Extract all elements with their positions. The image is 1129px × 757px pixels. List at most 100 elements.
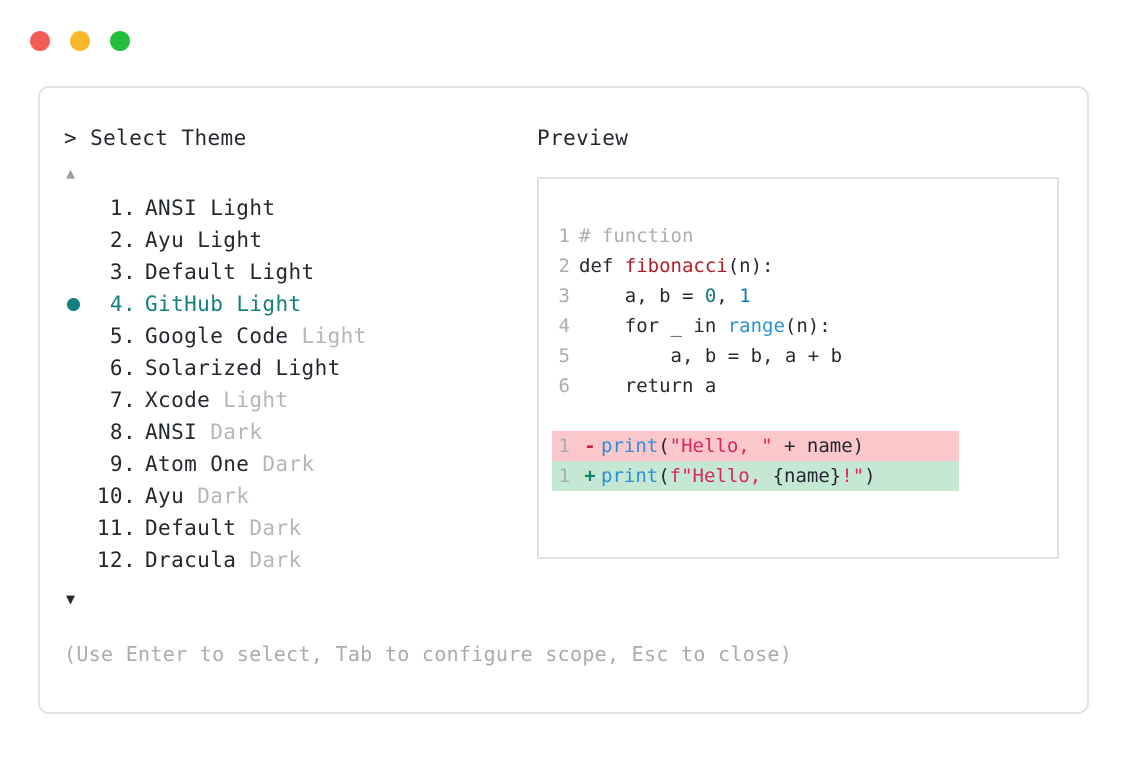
code-token: for _ in [579,315,728,337]
theme-item-variant: Light [197,228,263,252]
diff-line-content: print("Hello, " + name) [601,431,864,461]
theme-list-item[interactable]: 6.Solarized Light [64,352,534,384]
theme-item-variant: Dark [197,484,250,508]
theme-item-name: Ayu [145,228,198,252]
code-token: "Hello, " [669,435,773,457]
code-token: 1 [739,285,751,307]
diff-line-number: 1 [558,465,570,487]
code-token: a, b = b, a + b [579,345,843,367]
theme-list-item[interactable]: 3. Default Light [64,256,534,288]
code-line: 2 def fibonacci(n): [552,251,1057,281]
code-token: 0 [704,285,717,307]
code-token: range [727,315,785,337]
code-line-content: def fibonacci(n): [579,251,773,281]
theme-list-item[interactable]: 1.ANSI Light [64,192,534,224]
code-token: ) [864,465,876,487]
theme-list-item[interactable]: 11.Default Dark [64,512,534,544]
maximize-window-button[interactable] [110,31,130,51]
close-window-button[interactable] [30,31,50,51]
code-line: 4 for _ in range(n): [552,311,1057,341]
code-token: def [579,255,625,277]
theme-item-variant: Dark [262,452,315,476]
code-line-content: return a [579,371,717,401]
diff-added-line: 1 +print(f"Hello, {name}!") [552,461,959,491]
code-token: {name} [772,465,842,487]
theme-item-index: 7. [109,388,136,412]
code-line-number: 3 [558,285,570,307]
diff-minus-icon: - [584,435,596,457]
theme-list-item[interactable]: 10.Ayu Dark [64,480,534,512]
minimize-window-button[interactable] [70,31,90,51]
theme-item-variant: Dark [249,516,302,540]
theme-item-variant: Light [275,356,341,380]
theme-list-item[interactable]: 4.GitHub Light [64,288,534,320]
theme-item-index: 8. [109,420,136,444]
theme-item-index: 2. [109,228,136,252]
theme-list-item[interactable]: 7. Xcode Light [64,384,534,416]
code-token: (n): [784,315,831,337]
theme-list-item[interactable]: 9.Atom One Dark [64,448,534,480]
code-line-number: 6 [558,375,570,397]
diff-line-content: print(f"Hello, {name}!") [601,461,876,491]
theme-item-variant: Light [236,292,302,316]
theme-selector-panel: > Select Theme ▲ 1.ANSI Light 2. Ayu Light… [64,128,792,665]
theme-item-index: 12. [96,548,136,572]
code-token: , [716,285,740,307]
code-token: fibonacci [624,255,728,277]
theme-item-variant: Light [210,196,276,220]
theme-item-name: Xcode [145,388,224,412]
code-line-content: # function [579,221,693,251]
code-line-number: 1 [558,225,570,247]
theme-picker-card: > Select Theme ▲ 1.ANSI Light 2. Ayu Light… [38,86,1089,714]
theme-item-index: 1. [109,196,136,220]
theme-item-variant: Light [301,324,367,348]
diff-plus-icon: + [584,465,596,487]
code-line-content: a, b = 0, 1 [579,281,751,311]
code-line-number: 2 [558,255,570,277]
theme-item-index: 11. [96,516,136,540]
code-line-content: for _ in range(n): [579,311,831,341]
theme-item-name: Atom One [145,452,263,476]
code-blank-line [552,401,1057,431]
code-token: ( [658,465,670,487]
theme-item-name: Dracula [145,548,250,572]
scroll-up-icon[interactable]: ▲ [66,164,76,182]
code-token: ( [658,435,670,457]
theme-list-item[interactable]: 5. Google Code Light [64,320,534,352]
code-token: # function [579,225,694,247]
code-token: print [601,435,659,457]
theme-item-variant: Light [223,388,289,412]
theme-list-item[interactable]: 8.ANSI Dark [64,416,534,448]
diff-line-number: 1 [558,435,570,457]
scroll-down-icon[interactable]: ▼ [66,590,76,608]
theme-list-item[interactable]: 12. Dracula Dark [64,544,534,576]
theme-item-index: 5. [109,324,136,348]
code-line-number: 5 [558,345,570,367]
theme-item-name: Google Code [145,324,302,348]
select-theme-prompt: > Select Theme [64,128,534,149]
theme-list-item[interactable]: 2. Ayu Light [64,224,534,256]
code-line: 3 a, b = 0, 1 [552,281,1057,311]
theme-item-variant: Light [249,260,315,284]
prompt-caret-icon: > [64,126,78,150]
code-line-number: 4 [558,315,570,337]
theme-item-name: Ayu [145,484,198,508]
code-line: 5 a, b = b, a + b [552,341,1057,371]
code-line: 1 # function [552,221,1057,251]
select-theme-label: Select Theme [90,126,247,150]
window-traffic-lights [30,31,130,51]
code-token: return a [579,375,717,397]
theme-item-name: Default [145,260,250,284]
code-token: f"Hello, [669,465,773,487]
code-token: !" [841,465,865,487]
theme-item-variant: Dark [249,548,302,572]
theme-item-index: 6. [109,356,136,380]
code-token: a, b = [579,285,705,307]
theme-item-index: 3. [109,260,136,284]
preview-title: Preview [537,126,629,150]
